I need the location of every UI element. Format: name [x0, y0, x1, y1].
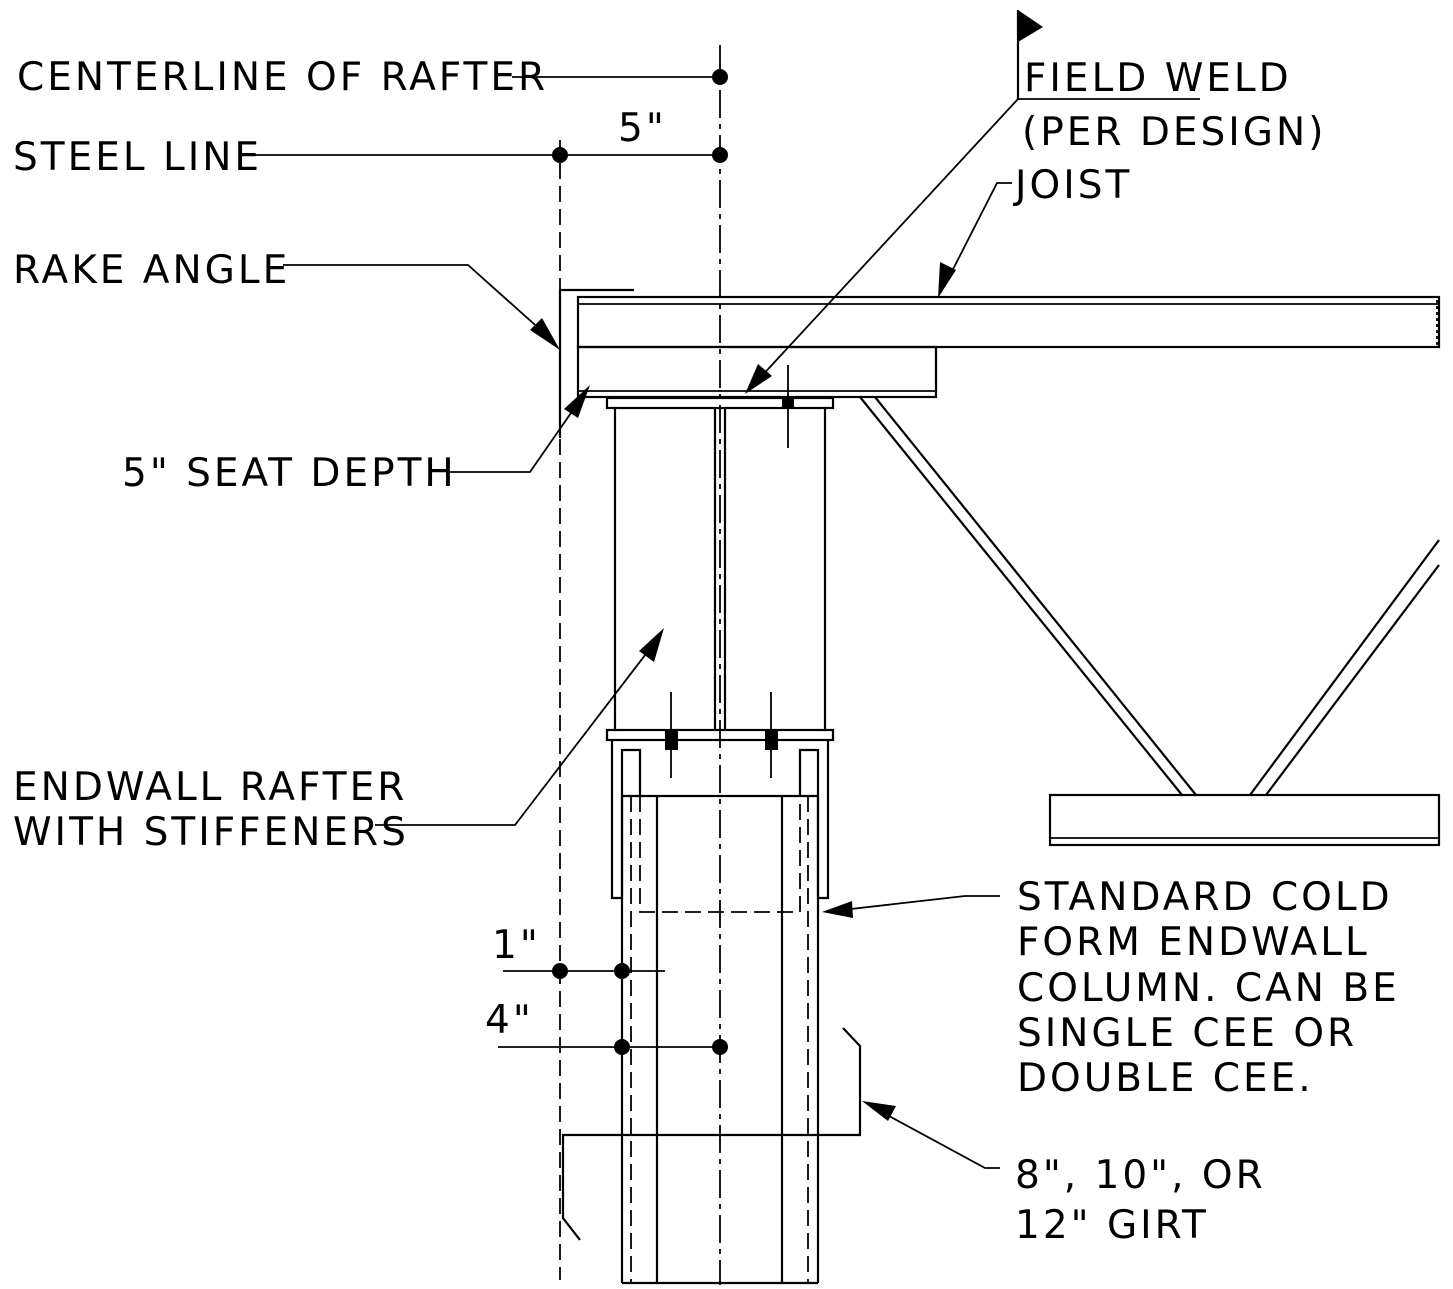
joist-top-chord — [576, 295, 1441, 349]
rake-angle-label: RAKE ANGLE — [13, 248, 290, 293]
column-leader — [841, 895, 1000, 911]
rake-angle-leader — [283, 264, 553, 341]
joist-web-1a — [859, 396, 1183, 796]
dim-5in-label: 5" — [618, 106, 667, 151]
dim-1in-dot-left — [552, 963, 568, 979]
field-weld-leader — [757, 98, 1019, 381]
steel-line-dot-left — [552, 147, 568, 163]
dim-4in-dot-right — [712, 1039, 728, 1055]
column-label-line4: SINGLE CEE OR — [1017, 1011, 1357, 1056]
joist-label: JOIST — [1012, 163, 1132, 208]
steel-line-label: STEEL LINE — [13, 135, 262, 180]
column-label-line2: FORM ENDWALL — [1017, 920, 1370, 965]
rake-angle-arrowhead — [530, 318, 560, 350]
field-weld-label: FIELD WELD — [1024, 56, 1292, 101]
endwall-rafter-arrowhead — [639, 628, 664, 662]
dim-4in-label: 4" — [485, 998, 534, 1043]
seat-depth-arrowhead — [564, 385, 590, 418]
girt-arrowhead — [862, 1101, 896, 1121]
girt — [561, 1027, 862, 1241]
centerline-of-rafter-label: CENTERLINE OF RAFTER — [17, 55, 548, 100]
joist-web-1b — [874, 396, 1197, 796]
girt-label-line1: 8", 10", OR — [1015, 1153, 1266, 1198]
endwall-rafter-label-line1: ENDWALL RAFTER — [13, 765, 407, 810]
column-cap-clip-outer — [610, 740, 622, 900]
column-hidden-clip — [639, 796, 801, 913]
column-arrowhead — [822, 901, 853, 918]
field-weld-arrowhead — [745, 364, 772, 394]
column-cap-clip-inner-right — [798, 748, 820, 898]
dim-4in-dot-left — [614, 1039, 630, 1055]
column-label-line5: DOUBLE CEE. — [1017, 1056, 1314, 1101]
endwall-rafter-leader — [375, 645, 653, 826]
seat-depth-label: 5" SEAT DEPTH — [122, 451, 457, 496]
per-design-label: (PER DESIGN) — [1022, 110, 1326, 155]
rafter-bottom-cap-plate — [605, 728, 835, 742]
joist-web-2b — [1265, 564, 1440, 796]
joist-web-2a — [1249, 539, 1440, 796]
column-cap-clip-outer-right — [818, 740, 830, 900]
field-weld-flag — [1018, 10, 1043, 42]
column-label-line1: STANDARD COLD — [1017, 875, 1393, 920]
centerline-dot — [712, 69, 728, 85]
joist-leader — [944, 182, 1012, 286]
steel-line-dot-right — [712, 147, 728, 163]
dim-1in-dot-right — [614, 963, 630, 979]
joist-arrowhead — [938, 262, 956, 298]
girt-leader — [877, 1109, 1000, 1169]
girt-label-line2: 12" GIRT — [1015, 1203, 1209, 1248]
endwall-rafter-label-line2: WITH STIFFENERS — [13, 810, 409, 855]
seat-depth-leader — [450, 399, 581, 473]
joist-bottom-chord — [1048, 793, 1441, 847]
column-label-line3: COLUMN. CAN BE — [1017, 966, 1400, 1011]
dim-1in-label: 1" — [492, 923, 541, 968]
rafter-top-cap-plate — [605, 396, 835, 410]
